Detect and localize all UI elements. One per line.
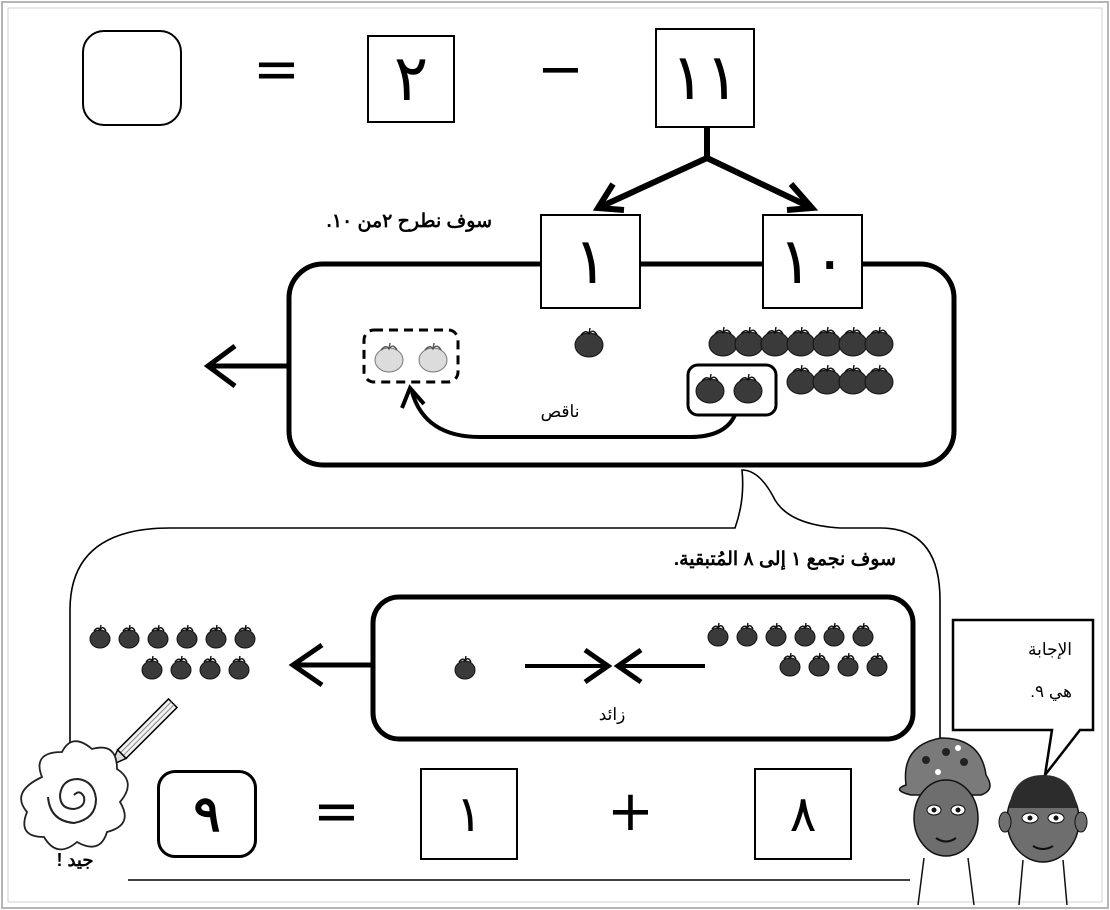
add-instruction: سوف نجمع ١ إلى ٨ المُتبقية. [673, 549, 896, 570]
minus-label: ناقص [540, 402, 580, 421]
tens-box: ١٠ [762, 214, 863, 309]
minus-sign: − [537, 37, 584, 102]
tens-value: ١٠ [778, 224, 847, 299]
plus-sign: + [607, 779, 654, 844]
speech-line-1: الإجابة [1028, 640, 1072, 659]
addend-eight-value: ٨ [789, 785, 817, 843]
answer-box: ٩ [157, 770, 257, 858]
minuend-value: ١١ [670, 41, 740, 115]
speech-line-2: هي ٩. [1030, 682, 1072, 701]
subtract-instruction: سوف نطرح ٢من ١٠. [326, 211, 492, 232]
ones-box: ١ [540, 214, 641, 309]
subtrahend-box: ٢ [367, 35, 455, 123]
equals-sign-bottom: = [313, 779, 360, 844]
answer-input-box[interactable] [82, 30, 182, 126]
addend-eight-box: ٨ [754, 768, 852, 860]
equals-sign-top: = [253, 37, 300, 102]
plus-label: زائد [598, 705, 626, 724]
good-label: جيد ! [56, 850, 94, 870]
answer-value: ٩ [193, 784, 221, 843]
minuend-box: ١١ [655, 28, 755, 128]
ones-value: ١ [573, 224, 608, 299]
addend-one-value: ١ [455, 785, 483, 843]
addend-one-box: ١ [420, 768, 518, 860]
subtrahend-value: ٢ [393, 42, 429, 116]
